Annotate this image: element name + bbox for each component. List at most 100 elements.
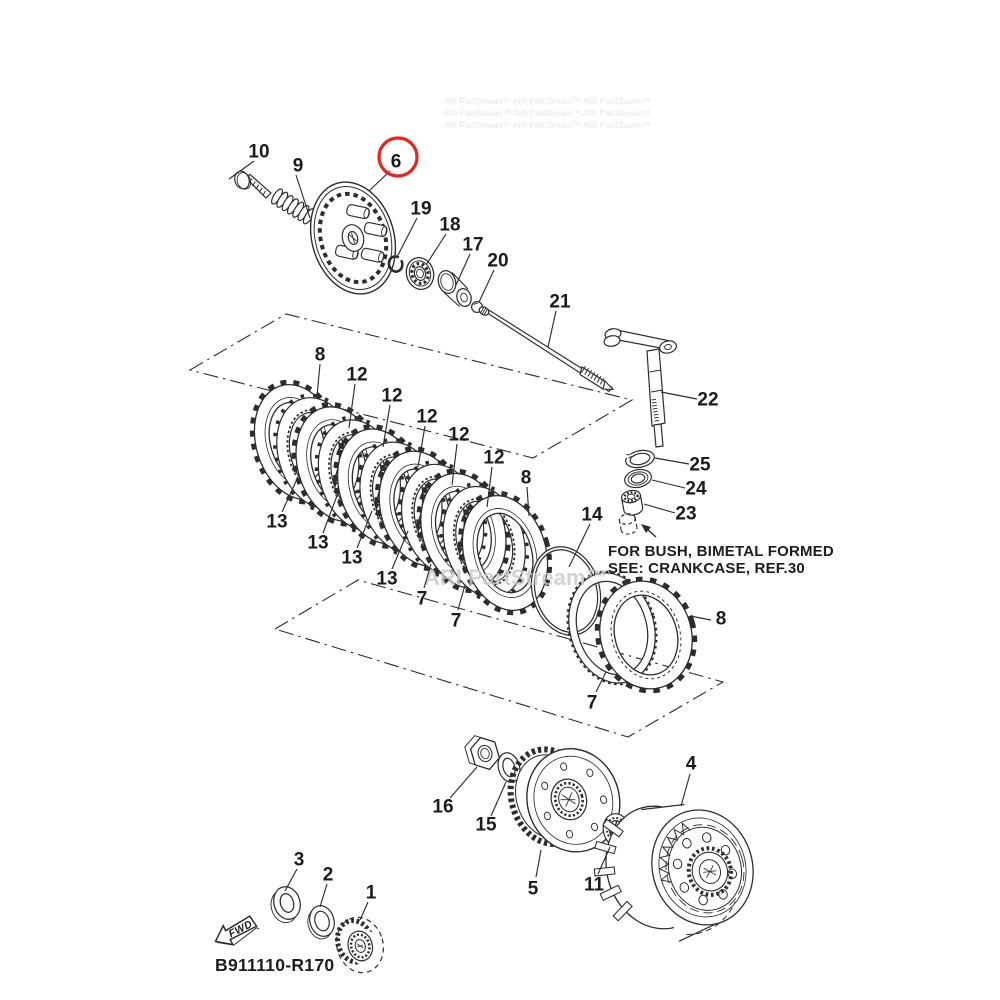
part-bearing-18 (405, 257, 435, 290)
callout-label-7[interactable]: 7 (587, 693, 598, 714)
callout-leader (457, 584, 466, 611)
callout-leader (417, 425, 426, 468)
part-bush-23 (621, 489, 644, 516)
callout-leader (595, 671, 607, 693)
callout-label-13[interactable]: 13 (341, 548, 362, 569)
part-collar-3 (270, 886, 301, 924)
note-arrow-line (646, 528, 657, 538)
callout-label-19[interactable]: 19 (410, 199, 431, 220)
callout-label-13[interactable]: 13 (376, 569, 397, 590)
callout-label-2[interactable]: 2 (323, 865, 334, 886)
callout-label-12[interactable]: 12 (346, 365, 367, 386)
callout-label-8[interactable]: 8 (521, 468, 532, 489)
callout-leader (597, 846, 611, 875)
part-clutch-housing-4 (593, 803, 754, 943)
fwd-label: FWD (227, 918, 255, 940)
callout-leader (295, 174, 311, 219)
callout-leader (228, 160, 255, 180)
callout-label-24[interactable]: 24 (685, 479, 707, 500)
callout-label-13[interactable]: 13 (266, 512, 287, 533)
callout-leader (451, 443, 458, 486)
fwd-arrow-shadow (216, 927, 260, 946)
part-push-lever-22 (603, 328, 677, 448)
callout-label-23[interactable]: 23 (675, 504, 696, 525)
callout-label-12[interactable]: 12 (381, 386, 402, 407)
callout-label-17[interactable]: 17 (462, 235, 483, 256)
callout-label-21[interactable]: 21 (549, 292, 571, 313)
callout-label-11[interactable]: 11 (584, 875, 605, 896)
callout-leader (396, 217, 418, 258)
part-bush-hidden-reference (618, 513, 638, 535)
callout-label-9[interactable]: 9 (293, 156, 304, 177)
section-plane-upper (188, 313, 634, 459)
part-circlip-19 (387, 255, 404, 273)
callout-label-22[interactable]: 22 (697, 390, 718, 411)
callout-label-15[interactable]: 15 (475, 815, 497, 836)
callout-label-12[interactable]: 12 (483, 448, 504, 469)
callout-label-1[interactable]: 1 (366, 883, 377, 904)
callout-leader (526, 486, 530, 517)
part-bearing-24 (624, 468, 652, 489)
callout-label-10[interactable]: 10 (248, 142, 269, 163)
callout-leader (535, 849, 542, 878)
callout-leader (547, 310, 557, 348)
note-arrow-head (641, 524, 651, 533)
callout-label-6[interactable]: 6 (391, 152, 402, 173)
bush-note: FOR BUSH, BIMETAL FORMED SEE: CRANKCASE,… (608, 524, 834, 577)
note-line-1: FOR BUSH, BIMETAL FORMED (608, 543, 834, 560)
callout-label-13[interactable]: 13 (307, 533, 328, 554)
part-washer-2 (307, 905, 335, 940)
callout-label-20[interactable]: 20 (487, 251, 508, 272)
callout-leader (284, 868, 298, 892)
callout-label-8[interactable]: 8 (716, 609, 727, 630)
callout-label-12[interactable]: 12 (448, 425, 469, 446)
callout-leader (689, 615, 712, 621)
callout-leader (486, 466, 493, 508)
callout-leader (643, 503, 676, 514)
callout-leader (654, 457, 690, 465)
callout-label-8[interactable]: 8 (315, 345, 326, 366)
fwd-arrow-shape (214, 915, 258, 946)
callout-label-14[interactable]: 14 (581, 505, 603, 526)
callout-label-3[interactable]: 3 (294, 850, 305, 871)
part-boss-17 (437, 270, 472, 307)
callout-label-12[interactable]: 12 (416, 407, 437, 428)
callout-leader (382, 404, 391, 448)
callout-leader (455, 253, 471, 286)
callout-leader (423, 563, 432, 589)
top-watermark-row: ARI PartStream™ ARI PartStream™ ARI Part… (443, 108, 651, 118)
callout-leader (660, 391, 698, 400)
callout-leader (316, 363, 321, 397)
callout-label-7[interactable]: 7 (451, 611, 462, 632)
callout-leader (356, 510, 373, 549)
section-plane-lower (273, 579, 725, 738)
part-wire-ring-14 (530, 546, 602, 636)
callout-label-18[interactable]: 18 (439, 215, 460, 236)
top-watermark-row: ARI PartStream™ ARI PartStream™ ARI Part… (443, 96, 651, 106)
part-gear-1 (334, 916, 385, 974)
callout-leader (359, 901, 369, 921)
callout-leader (568, 523, 591, 568)
part-seal-ring-25 (625, 449, 655, 469)
part-clutch-boss-5 (507, 746, 621, 853)
watermark-text: ARI PartStream™ (424, 565, 607, 590)
callout-leader (281, 478, 298, 513)
part-bolt-10 (234, 170, 272, 199)
callout-label-25[interactable]: 25 (689, 455, 711, 476)
part-push-rod-21 (478, 306, 615, 393)
diagram-part-code: B911110-R170 (215, 955, 334, 975)
part-spring-9 (271, 188, 315, 225)
callout-label-4[interactable]: 4 (686, 754, 697, 775)
callout-label-7[interactable]: 7 (417, 589, 428, 610)
top-watermark: ARI PartStream™ ARI PartStream™ ARI Part… (443, 96, 651, 130)
callout-leader (391, 530, 409, 570)
callout-label-5[interactable]: 5 (528, 879, 539, 900)
callout-label-16[interactable]: 16 (432, 797, 453, 818)
note-line-2: SEE: CRANKCASE, REF.30 (608, 560, 805, 577)
callout-leader (680, 773, 691, 807)
part-clutch-plate-stack (249, 379, 553, 616)
callout-leader (322, 492, 339, 534)
callout-leader (425, 233, 447, 266)
red-highlight-circle[interactable] (377, 136, 419, 178)
